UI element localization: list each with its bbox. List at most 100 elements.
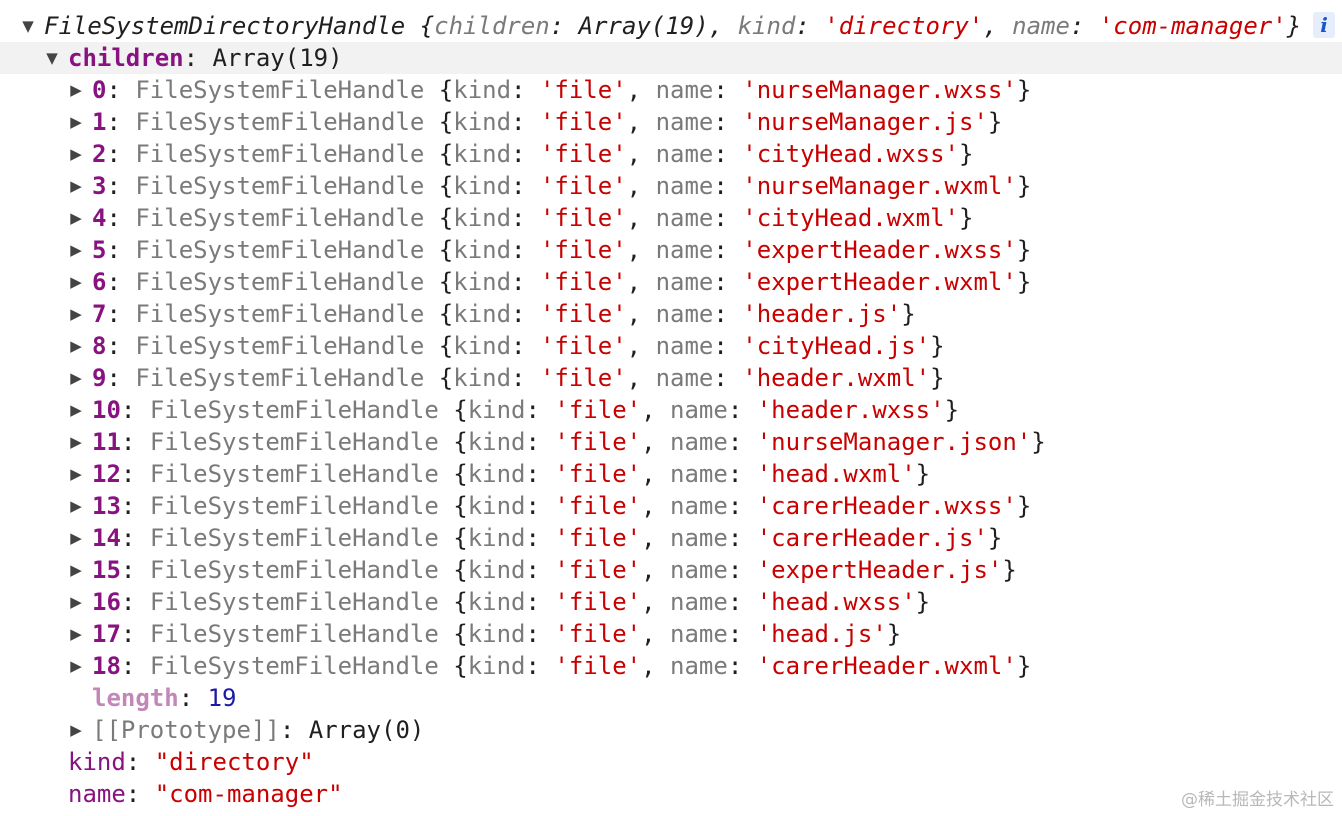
child-kind-value: 'file' [539, 268, 627, 296]
child-item-row[interactable]: ▶15: FileSystemFileHandle {kind: 'file',… [0, 554, 1342, 586]
child-index: 9 [92, 364, 107, 392]
expand-triangle-closed-icon[interactable]: ▶ [70, 113, 82, 131]
child-name-key: name [670, 428, 728, 456]
child-index: 0 [92, 76, 107, 104]
children-row[interactable]: ▼ children: Array(19) [0, 42, 1342, 74]
child-index: 6 [92, 268, 107, 296]
expand-triangle-closed-icon[interactable]: ▶ [70, 305, 82, 323]
child-class-name: FileSystemFileHandle [135, 108, 425, 136]
child-item-row[interactable]: ▶11: FileSystemFileHandle {kind: 'file',… [0, 426, 1342, 458]
child-class-name: FileSystemFileHandle [135, 140, 425, 168]
child-item-row[interactable]: ▶12: FileSystemFileHandle {kind: 'file',… [0, 458, 1342, 490]
expand-triangle-closed-icon[interactable]: ▶ [70, 433, 82, 451]
child-index: 12 [92, 460, 121, 488]
child-item-row[interactable]: ▶18: FileSystemFileHandle {kind: 'file',… [0, 650, 1342, 682]
child-class-name: FileSystemFileHandle [149, 524, 439, 552]
child-kind-value: 'file' [539, 140, 627, 168]
child-kind-value: 'file' [539, 300, 627, 328]
children-value: Array(19) [212, 44, 343, 72]
child-kind-value: 'file' [554, 492, 642, 520]
child-name-value: 'cityHead.wxss' [742, 140, 960, 168]
child-item-row[interactable]: ▶16: FileSystemFileHandle {kind: 'file',… [0, 586, 1342, 618]
child-kind-value: 'file' [554, 524, 642, 552]
expand-triangle-closed-icon[interactable]: ▶ [70, 337, 82, 355]
prototype-key: [[Prototype]] [92, 716, 280, 744]
expand-triangle-closed-icon[interactable]: ▶ [70, 657, 82, 675]
child-class-name: FileSystemFileHandle [149, 556, 439, 584]
expand-triangle-closed-icon[interactable]: ▶ [70, 593, 82, 611]
child-kind-value: 'file' [539, 204, 627, 232]
child-name-value: 'nurseManager.wxss' [742, 76, 1017, 104]
child-kind-key: kind [467, 652, 526, 680]
child-item-row[interactable]: ▶3: FileSystemFileHandle {kind: 'file', … [0, 170, 1342, 202]
child-name-key: name [670, 524, 728, 552]
child-index: 8 [92, 332, 107, 360]
expand-triangle-closed-icon[interactable]: ▶ [70, 401, 82, 419]
child-item-row[interactable]: ▶4: FileSystemFileHandle {kind: 'file', … [0, 202, 1342, 234]
expand-triangle-closed-icon[interactable]: ▶ [70, 721, 82, 739]
child-name-key: name [655, 204, 714, 232]
child-item-row[interactable]: ▶2: FileSystemFileHandle {kind: 'file', … [0, 138, 1342, 170]
child-name-key: name [655, 268, 714, 296]
expand-triangle-closed-icon[interactable]: ▶ [70, 529, 82, 547]
expand-triangle-closed-icon[interactable]: ▶ [70, 625, 82, 643]
console-tree: ▼ FileSystemDirectoryHandle {children: A… [0, 10, 1342, 810]
child-item-row[interactable]: ▶14: FileSystemFileHandle {kind: 'file',… [0, 522, 1342, 554]
child-name-value: 'expertHeader.js' [756, 556, 1003, 584]
child-name-value: 'carerHeader.js' [756, 524, 988, 552]
child-kind-key: kind [467, 524, 526, 552]
child-index: 1 [92, 108, 107, 136]
expand-triangle-closed-icon[interactable]: ▶ [70, 369, 82, 387]
child-item-row[interactable]: ▶17: FileSystemFileHandle {kind: 'file',… [0, 618, 1342, 650]
expand-triangle-closed-icon[interactable]: ▶ [70, 241, 82, 259]
expand-triangle-closed-icon[interactable]: ▶ [70, 209, 82, 227]
child-item-row[interactable]: ▶6: FileSystemFileHandle {kind: 'file', … [0, 266, 1342, 298]
child-name-key: name [655, 364, 714, 392]
child-index: 10 [92, 396, 121, 424]
info-icon[interactable]: i [1313, 12, 1335, 38]
child-item-row[interactable]: ▶10: FileSystemFileHandle {kind: 'file',… [0, 394, 1342, 426]
child-kind-value: 'file' [539, 332, 627, 360]
child-name-key: name [670, 652, 728, 680]
expand-triangle-closed-icon[interactable]: ▶ [70, 145, 82, 163]
child-index: 14 [92, 524, 121, 552]
child-item-row[interactable]: ▶0: FileSystemFileHandle {kind: 'file', … [0, 74, 1342, 106]
expand-triangle-open-icon[interactable]: ▼ [46, 49, 58, 67]
child-item-row[interactable]: ▶9: FileSystemFileHandle {kind: 'file', … [0, 362, 1342, 394]
expand-triangle-closed-icon[interactable]: ▶ [70, 465, 82, 483]
expand-triangle-closed-icon[interactable]: ▶ [70, 561, 82, 579]
child-item-row[interactable]: ▶8: FileSystemFileHandle {kind: 'file', … [0, 330, 1342, 362]
length-row: length: 19 [92, 684, 237, 712]
child-name-key: name [655, 172, 714, 200]
root-preview-kind-key: kind [737, 12, 796, 40]
child-name-key: name [670, 492, 728, 520]
expand-triangle-closed-icon[interactable]: ▶ [70, 273, 82, 291]
child-kind-value: 'file' [539, 364, 627, 392]
child-item-row[interactable]: ▶13: FileSystemFileHandle {kind: 'file',… [0, 490, 1342, 522]
root-object-row[interactable]: ▼ FileSystemDirectoryHandle {children: A… [0, 10, 1342, 42]
child-name-key: name [655, 332, 714, 360]
child-index: 5 [92, 236, 107, 264]
expand-triangle-closed-icon[interactable]: ▶ [70, 81, 82, 99]
name-row: name: "com-manager" [68, 780, 343, 808]
child-class-name: FileSystemFileHandle [149, 588, 439, 616]
child-index: 13 [92, 492, 121, 520]
child-item-row[interactable]: ▶5: FileSystemFileHandle {kind: 'file', … [0, 234, 1342, 266]
root-preview-name-value: 'com-manager' [1098, 12, 1287, 40]
children-key: children [68, 44, 184, 72]
child-item-row[interactable]: ▶1: FileSystemFileHandle {kind: 'file', … [0, 106, 1342, 138]
prototype-row[interactable]: ▶ [[Prototype]]: Array(0) [0, 714, 1342, 746]
length-value: 19 [207, 684, 237, 712]
child-name-key: name [655, 76, 714, 104]
child-class-name: FileSystemFileHandle [135, 204, 425, 232]
child-kind-value: 'file' [539, 76, 627, 104]
root-preview-children-key: children [434, 12, 550, 40]
expand-triangle-closed-icon[interactable]: ▶ [70, 497, 82, 515]
child-name-key: name [670, 556, 728, 584]
child-item-row[interactable]: ▶7: FileSystemFileHandle {kind: 'file', … [0, 298, 1342, 330]
child-kind-value: 'file' [554, 652, 642, 680]
expand-triangle-open-icon[interactable]: ▼ [22, 17, 34, 35]
expand-triangle-closed-icon[interactable]: ▶ [70, 177, 82, 195]
child-name-key: name [670, 620, 728, 648]
root-preview-children-value: Array(19) [578, 12, 709, 40]
